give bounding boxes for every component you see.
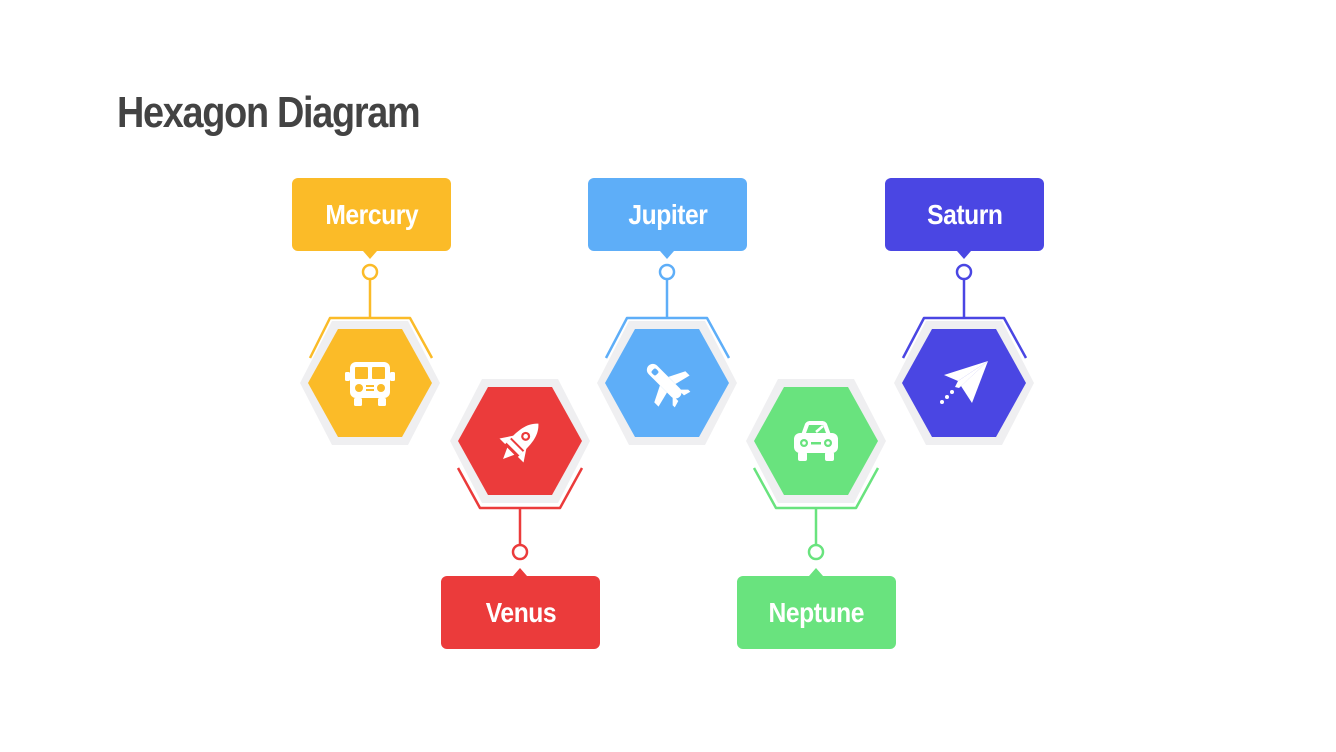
- label-pointer: [513, 568, 527, 576]
- connector-dot: [955, 263, 973, 281]
- label-venus-text: Venus: [485, 596, 556, 628]
- page-title: Hexagon Diagram: [117, 88, 421, 137]
- label-mercury: Mercury: [292, 178, 451, 251]
- hex-bracket: [604, 316, 731, 359]
- label-mercury-text: Mercury: [325, 198, 418, 230]
- label-neptune: Neptune: [737, 576, 896, 649]
- car-icon: [794, 421, 838, 461]
- label-venus: Venus: [441, 576, 600, 649]
- node-neptune: [746, 379, 886, 576]
- connector-dot: [658, 263, 676, 281]
- connector-dot: [361, 263, 379, 281]
- airplane-icon: [646, 363, 691, 408]
- node-mercury: [300, 251, 440, 445]
- hex-bracket: [901, 316, 1028, 359]
- label-pointer: [660, 251, 674, 259]
- node-jupiter: [597, 251, 737, 445]
- label-pointer: [957, 251, 971, 259]
- label-jupiter: Jupiter: [588, 178, 747, 251]
- hex-bracket: [308, 316, 434, 359]
- node-saturn: [894, 251, 1034, 445]
- label-jupiter-text: Jupiter: [627, 198, 708, 230]
- rocket-icon: [499, 423, 539, 463]
- connector-dot: [807, 543, 825, 561]
- paper-plane-icon: [940, 361, 988, 404]
- label-pointer: [363, 251, 377, 259]
- node-venus: [450, 379, 590, 576]
- label-neptune-text: Neptune: [768, 596, 865, 628]
- label-pointer: [809, 568, 823, 576]
- connector-dot: [511, 543, 529, 561]
- label-saturn: Saturn: [885, 178, 1044, 251]
- school-bus-icon: [345, 362, 395, 406]
- label-saturn-text: Saturn: [926, 198, 1003, 230]
